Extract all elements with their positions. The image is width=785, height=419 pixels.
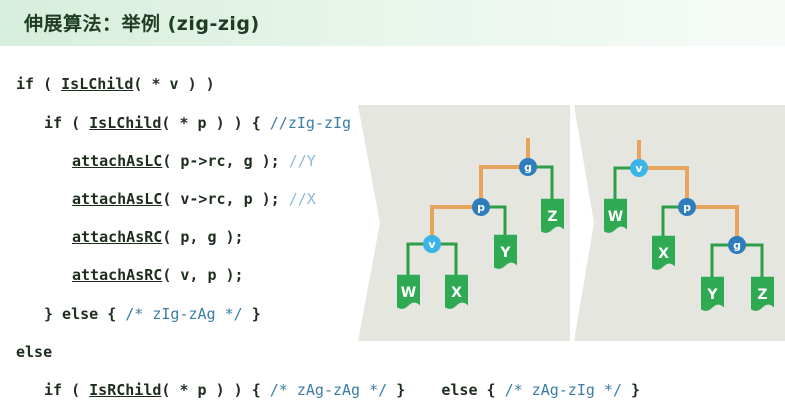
subtree-z-label: Z [757,287,767,303]
comment-zig-zig: //zIg-zIg [269,114,352,132]
comment-zig-zag: /* zIg-zAg */ [125,305,243,323]
code-line-7: } else { /* zIg-zAg */ } [44,305,261,323]
code-line-3: attachAsLC( p->rc, g ); //Y [72,152,316,170]
code-line-2: if ( IsLChild( * p ) ) { //zIg-zIg [44,114,352,132]
node-g [519,158,537,176]
fn-attachaslc: attachAsLC [72,190,163,208]
subtree-z-label: Z [547,209,557,225]
code-line-4: attachAsLC( v->rc, p ); //X [72,190,316,208]
subtree-x-label: X [658,246,669,262]
node-g [728,236,746,254]
node-v [423,235,441,253]
edge-p-g [687,205,739,245]
fn-islchild: IsLChild [61,75,134,93]
fn-isrchild: IsRChild [89,381,162,399]
subtree-w-label: W [401,285,416,301]
comment-y: //Y [288,152,316,170]
subtree-w-label: W [608,209,623,225]
slide-header: 伸展算法：举例 (zig-zig) [0,0,785,46]
edge-g-p [479,165,528,207]
subtree-y-label: Y [706,287,718,303]
after-tree: W X Y Z v p g [604,140,774,311]
subtree-x-label: X [451,285,462,301]
node-p [678,198,696,216]
before-tree: Z Y W X g p v [397,138,564,309]
code-line-1: if ( IsLChild( * v ) ) [16,75,215,93]
fn-attachaslc: attachAsLC [72,152,163,170]
code-line-9: if ( IsRChild( * p ) ) { /* zAg-zAg */ }… [44,381,641,399]
node-g-label: g [524,161,532,174]
fn-islchild: IsLChild [89,114,162,132]
node-v-label: v [428,238,436,251]
node-p-label: p [683,201,691,214]
node-p [472,198,490,216]
subtree-y-label: Y [499,245,511,261]
fn-attachasrc: attachAsRC [72,228,163,246]
node-v [630,159,648,177]
slide-title: 伸展算法：举例 (zig-zig) [24,13,260,35]
node-p-label: p [477,201,485,214]
code-line-8: else [16,343,53,361]
comment-zag-zag: /* zAg-zAg */ [269,381,388,399]
code-line-6: attachAsRC( v, p ); [72,266,244,284]
code-line-5: attachAsRC( p, g ); [72,228,244,246]
fn-attachasrc: attachAsRC [72,266,163,284]
node-v-label: v [635,162,643,175]
comment-x: //X [288,190,316,208]
edge-p-v [430,205,481,244]
comment-zag-zig: /* zAg-zIg */ [504,381,622,399]
node-g-label: g [733,239,741,252]
edge-v-p [639,166,689,207]
